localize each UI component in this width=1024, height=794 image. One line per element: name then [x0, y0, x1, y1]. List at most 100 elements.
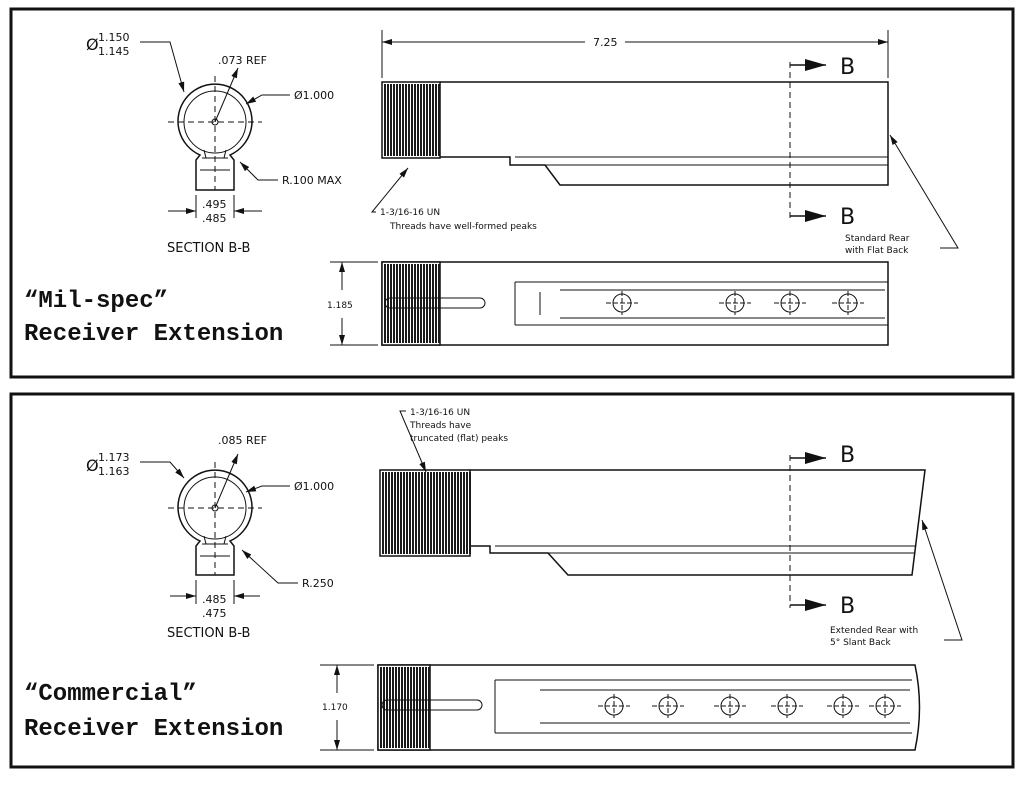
bottom-view: 1.170: [320, 664, 921, 751]
thread-ridge: [408, 264, 410, 343]
thread-ridge: [399, 84, 401, 156]
wall-ref: .085 REF: [218, 434, 267, 447]
section-view: Ø 1.150 1.145 .073 REF Ø1.000 R.100 MAX …: [86, 31, 342, 256]
thread-ridge: [423, 84, 425, 156]
width-max: .495: [202, 198, 227, 211]
thread-note-line1: 1-3/16-16 UN: [410, 408, 470, 418]
thread-ridge: [402, 84, 404, 156]
outer-dia-min: 1.163: [98, 465, 130, 478]
panel-title-line2: Receiver Extension: [24, 716, 283, 743]
thread-ridge: [384, 84, 386, 156]
thread-note-line2: Threads have well-formed peaks: [389, 222, 537, 232]
thread-ridge: [448, 472, 450, 554]
thread-ridge: [413, 667, 415, 748]
thread-ridge: [405, 264, 407, 343]
thread-ridge: [412, 472, 414, 554]
thread-ridge: [451, 472, 453, 554]
diameter-symbol: Ø: [86, 456, 99, 475]
thread-ridge: [398, 667, 400, 748]
section-label: SECTION B-B: [167, 241, 250, 256]
thread-ridge: [382, 472, 384, 554]
radius-label: R.250: [302, 577, 334, 590]
thread-ridge: [417, 264, 419, 343]
hole: [869, 694, 901, 718]
section-mark-top: B: [840, 55, 855, 80]
panel-title-line2: Receiver Extension: [24, 321, 283, 348]
rear-note-line2: with Flat Back: [845, 246, 909, 256]
thread-ridge: [403, 472, 405, 554]
thread-ridge: [435, 84, 437, 156]
thread-ridge: [430, 472, 432, 554]
rear-note-line1: Extended Rear with: [830, 626, 918, 636]
thread-ridge: [401, 667, 403, 748]
thread-ridge: [416, 667, 418, 748]
thread-ridge: [395, 667, 397, 748]
thread-ridge: [469, 472, 471, 554]
thread-ridge: [427, 472, 429, 554]
thread-ridge: [438, 264, 440, 343]
thread-ridge: [442, 472, 444, 554]
thread-ridge: [439, 472, 441, 554]
thread-ridge: [414, 84, 416, 156]
thread-ridge: [410, 667, 412, 748]
thread-ridge: [387, 264, 389, 343]
thread-ridge: [423, 264, 425, 343]
thread-ridge: [420, 84, 422, 156]
thread-ridge: [420, 264, 422, 343]
thread-ridge: [422, 667, 424, 748]
thread-ridge: [432, 84, 434, 156]
thread-ridge: [405, 84, 407, 156]
section-view: Ø 1.173 1.163 .085 REF Ø1.000 R.250 .485…: [86, 434, 334, 641]
thread-ridge: [388, 472, 390, 554]
thread-ridge: [387, 84, 389, 156]
thread-ridge: [407, 667, 409, 748]
hole: [771, 694, 803, 718]
width-min: .485: [202, 212, 227, 225]
thread-ridge: [385, 472, 387, 554]
inner-dia: Ø1.000: [294, 89, 334, 102]
hole-row: [606, 291, 864, 315]
outer-dia-max: 1.150: [98, 31, 130, 44]
thread-ridge: [425, 667, 427, 748]
thread-ridge: [432, 264, 434, 343]
thread-ridge: [417, 84, 419, 156]
thread-pattern: [377, 664, 431, 751]
thread-note-line2: Threads have: [409, 421, 472, 431]
thread-ridge: [438, 84, 440, 156]
hole: [606, 291, 638, 315]
hole: [774, 291, 806, 315]
thread-ridge: [394, 472, 396, 554]
thread-ridge: [429, 84, 431, 156]
section-label: SECTION B-B: [167, 626, 250, 641]
thread-pattern: [379, 469, 471, 557]
thread-ridge: [411, 84, 413, 156]
radius-label: R.100 MAX: [282, 174, 342, 187]
thread-ridge: [400, 472, 402, 554]
thread-ridge: [419, 667, 421, 748]
thread-ridge: [435, 264, 437, 343]
thread-ridge: [429, 264, 431, 343]
thread-note-line3: truncated (flat) peaks: [410, 434, 508, 444]
height-dimension: 1.170: [322, 703, 348, 713]
thread-ridge: [460, 472, 462, 554]
hole: [827, 694, 859, 718]
thread-ridge: [428, 667, 430, 748]
thread-ridge: [390, 264, 392, 343]
thread-ridge: [436, 472, 438, 554]
thread-ridge: [424, 472, 426, 554]
width-min: .475: [202, 607, 227, 620]
hole: [714, 694, 746, 718]
hole-row: [598, 694, 901, 718]
thread-ridge: [409, 472, 411, 554]
rear-note-line1: Standard Rear: [845, 234, 910, 244]
thread-ridge: [397, 472, 399, 554]
thread-ridge: [392, 667, 394, 748]
thread-ridge: [408, 84, 410, 156]
thread-ridge: [426, 84, 428, 156]
thread-ridge: [445, 472, 447, 554]
thread-ridge: [396, 84, 398, 156]
bottom-view: 1.185: [327, 261, 889, 346]
thread-ridge: [389, 667, 391, 748]
thread-ridge: [386, 667, 388, 748]
